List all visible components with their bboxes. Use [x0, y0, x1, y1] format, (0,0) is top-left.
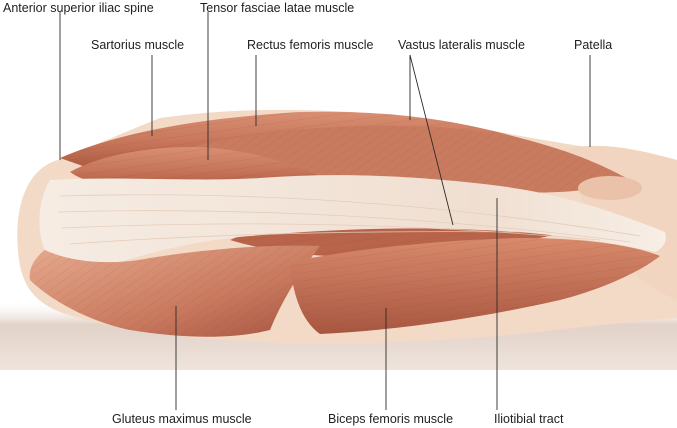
- label-vastus-lateralis: Vastus lateralis muscle: [398, 38, 525, 52]
- label-gluteus-maximus: Gluteus maximus muscle: [112, 412, 252, 426]
- patella-shape: [578, 176, 642, 200]
- label-iliotibial-tract: Iliotibial tract: [494, 412, 564, 426]
- label-patella: Patella: [574, 38, 613, 52]
- leader-lines: [59, 12, 591, 410]
- label-sartorius: Sartorius muscle: [91, 38, 185, 52]
- label-rectus-femoris: Rectus femoris muscle: [247, 38, 374, 52]
- leader-vastus-lateralis: [409, 54, 454, 226]
- label-biceps-femoris: Biceps femoris muscle: [328, 412, 454, 426]
- label-tensor-fasciae-latae: Tensor fasciae latae muscle: [200, 1, 355, 15]
- label-asis: Anterior superior iliac spine: [3, 1, 154, 15]
- iliotibial-tract-shape: [39, 175, 666, 265]
